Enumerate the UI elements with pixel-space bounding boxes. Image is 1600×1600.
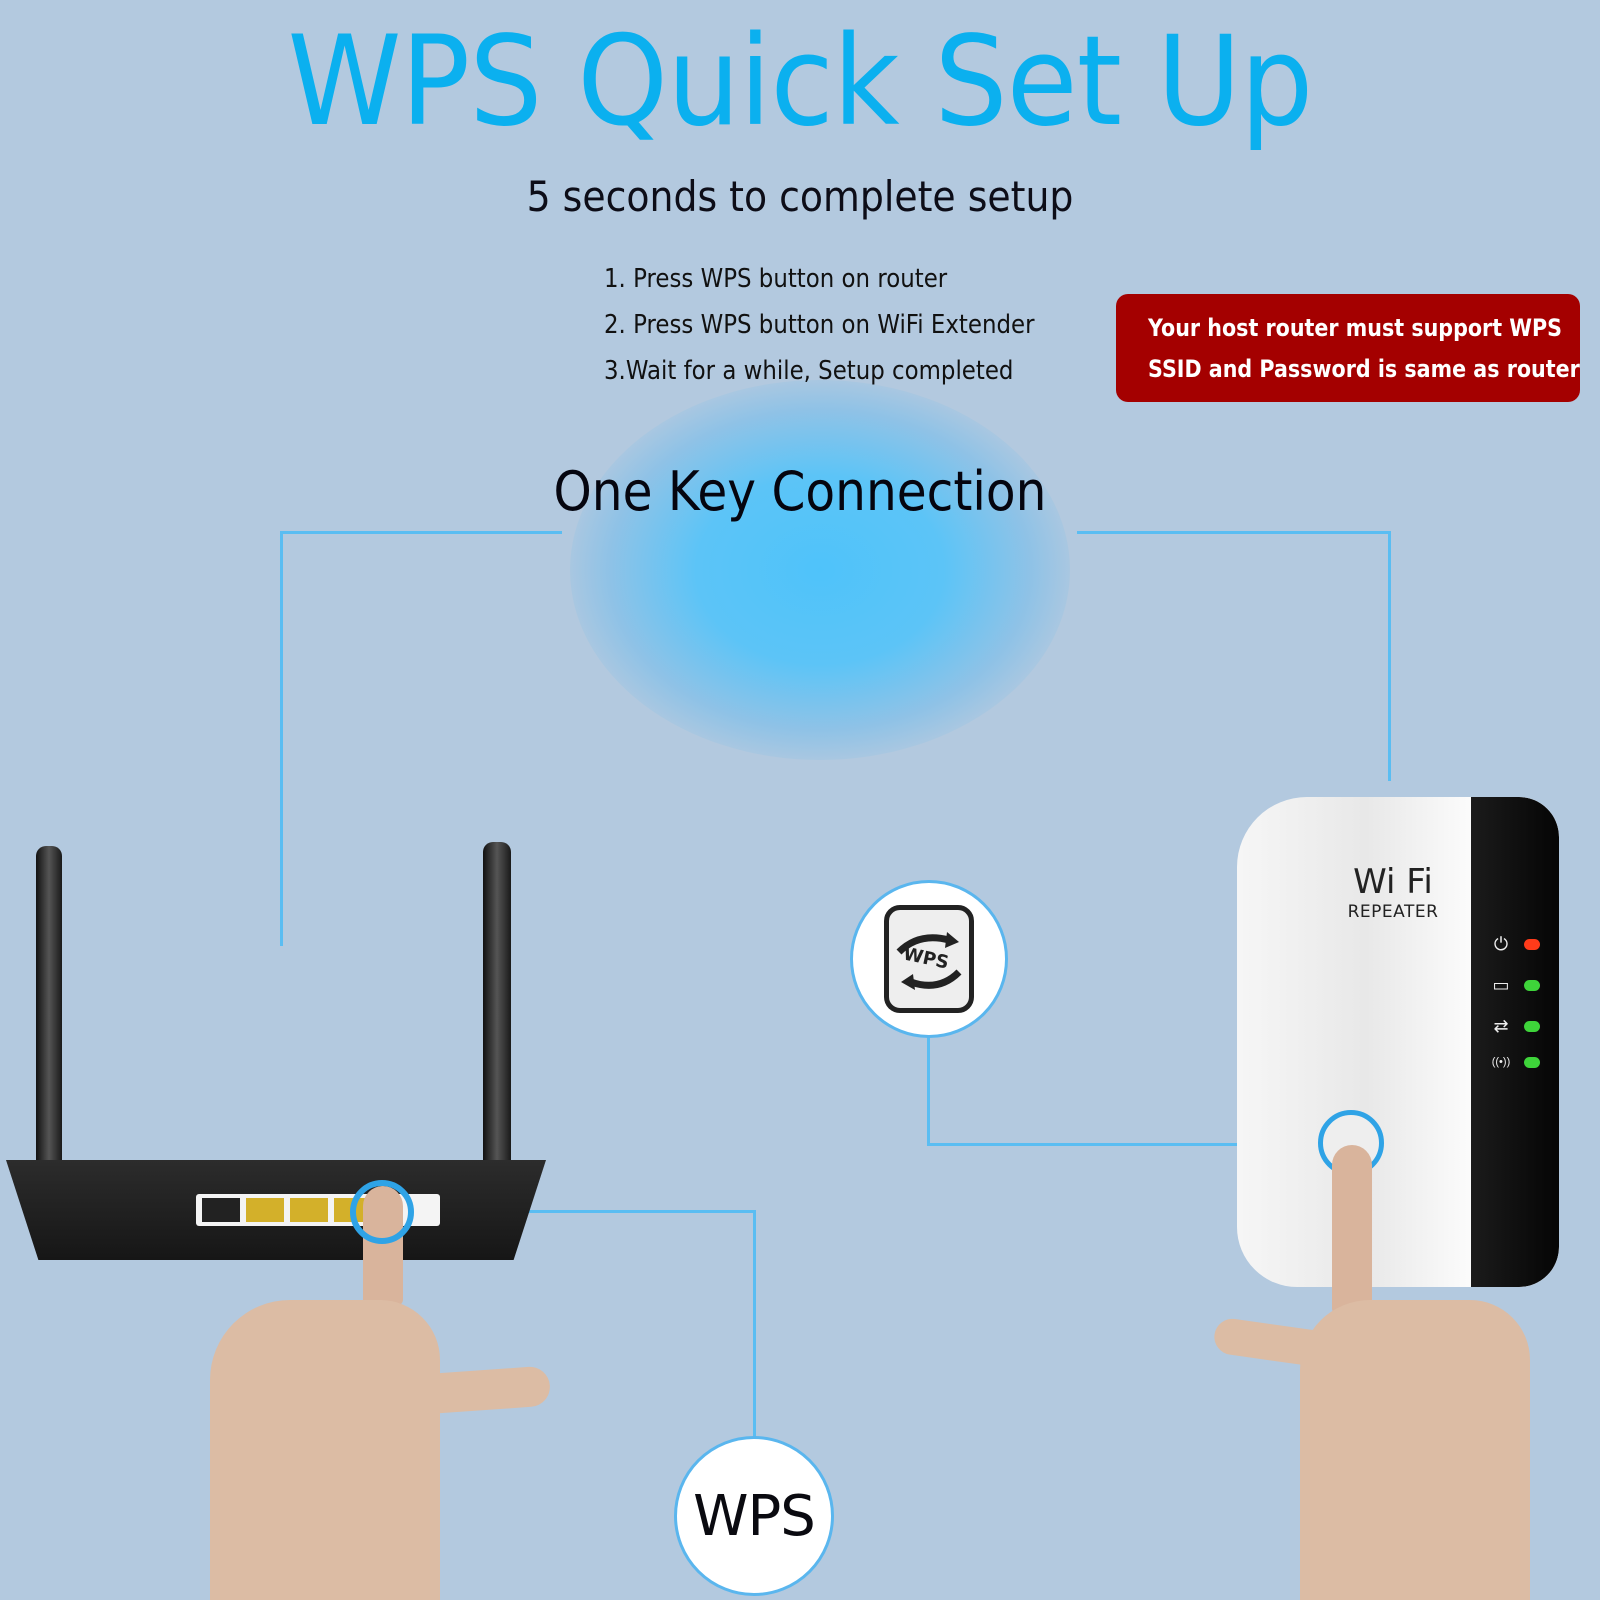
connector-right-horizontal [1077, 531, 1391, 534]
right-hand-thumb [1212, 1316, 1326, 1368]
steps-list: 1. Press WPS button on router 2. Press W… [604, 256, 1093, 394]
sync-led [1524, 1021, 1540, 1032]
connector-router-vertical [753, 1210, 756, 1438]
signal-led [1524, 1056, 1540, 1068]
left-hand-thumb [418, 1365, 552, 1415]
wps-icon-callout: WPS [850, 880, 1008, 1038]
wps-label-callout: WPS [674, 1436, 834, 1596]
connector-right-vertical [1388, 531, 1391, 781]
repeater-side-panel [1471, 797, 1559, 1287]
wps-sync-icon: WPS [884, 905, 974, 1013]
wan-port [202, 1198, 240, 1222]
lan-port-1 [246, 1198, 284, 1222]
indicator-power: ⏻ [1490, 934, 1540, 955]
router-antenna-left [36, 846, 62, 1166]
sync-icon: ⇄ [1493, 1016, 1509, 1036]
wps-arrows-icon [896, 932, 962, 990]
page-title: WPS Quick Set Up [287, 10, 1314, 154]
connector-left-horizontal [280, 531, 562, 534]
router-wps-button-highlight [350, 1180, 414, 1244]
wifi-repeater-device [1237, 797, 1559, 1287]
wifi-brand-word: Wi Fi [1353, 862, 1433, 902]
lan-icon: ▭ [1492, 975, 1510, 995]
requirements-notice: Your host router must support WPS SSID a… [1116, 294, 1580, 402]
power-icon: ⏻ [1493, 934, 1509, 954]
indicator-sync: ⇄ [1490, 1016, 1540, 1037]
indicator-lan: ▭ [1490, 975, 1540, 996]
indicator-signal: ((•)) [1490, 1056, 1540, 1068]
step-1: 1. Press WPS button on router [604, 264, 948, 294]
connector-icon-horizontal [927, 1143, 1303, 1146]
lan-port-2 [290, 1198, 328, 1222]
connector-router-horizontal [414, 1210, 756, 1213]
repeater-fingertip [1332, 1145, 1372, 1315]
notice-line-1: Your host router must support WPS [1148, 314, 1563, 342]
router-antenna-right [483, 842, 511, 1166]
wifi-logo: Wi Fi REPEATER [1338, 862, 1448, 922]
left-hand [210, 1300, 440, 1600]
center-glow [570, 380, 1070, 760]
wps-label: WPS [693, 1483, 816, 1549]
connector-left-vertical [280, 531, 283, 946]
notice-line-2: SSID and Password is same as router [1148, 355, 1580, 383]
page-subtitle: 5 seconds to complete setup [526, 172, 1074, 221]
lan-led [1524, 980, 1540, 991]
one-key-connection-label: One Key Connection [553, 460, 1047, 523]
step-2: 2. Press WPS button on WiFi Extender [604, 310, 1035, 340]
power-led [1524, 939, 1540, 950]
right-hand [1300, 1300, 1530, 1600]
step-3: 3.Wait for a while, Setup completed [604, 356, 1014, 386]
repeater-model-word: REPEATER [1347, 902, 1439, 922]
connector-icon-vertical [927, 1034, 930, 1146]
signal-icon: ((•)) [1491, 1056, 1511, 1068]
